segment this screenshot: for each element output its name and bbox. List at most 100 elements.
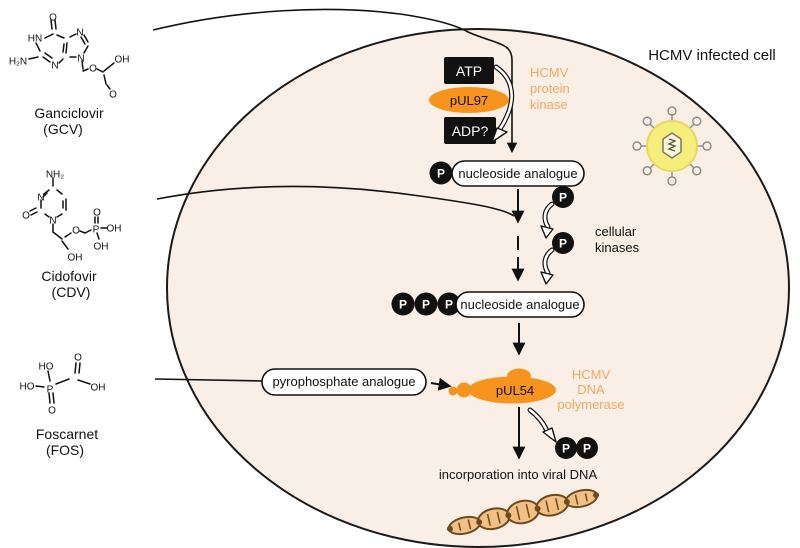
atom-label: OH	[94, 242, 109, 253]
polymerase-caption-line3: polymerase	[557, 397, 624, 412]
pyro-pill-label: pyrophosphate analogue	[272, 374, 415, 389]
drug-labels: Ganciclovir (GCV) Cidofovir (CDV) Foscar…	[34, 105, 104, 458]
gcv-abbr-label: (GCV)	[43, 121, 83, 137]
phosphate-circle	[576, 437, 598, 459]
bond-line	[83, 45, 89, 54]
kinase-caption-line2: protein	[530, 81, 570, 96]
kinase-caption-line1: HCMV	[530, 65, 569, 80]
bond-line	[103, 62, 115, 72]
bond-line	[29, 207, 37, 212]
bond-line	[106, 84, 111, 90]
bond-line	[44, 33, 54, 39]
pyrophosphate-release: P P	[527, 407, 598, 459]
virus-icon	[632, 106, 712, 186]
bond-line	[81, 60, 84, 70]
atom-label: P	[47, 385, 54, 396]
pul54-polymerase: pUL54 HCMV DNA polymerase	[448, 367, 625, 412]
mono-pill-label: nucleoside analogue	[458, 166, 577, 181]
bond-line	[48, 392, 51, 404]
atom-label: O	[89, 64, 97, 75]
phosphate-circle	[391, 292, 415, 316]
bond-line	[69, 33, 77, 38]
pul54-label: pUL54	[496, 383, 534, 398]
cellular-kinases-line1: cellular	[595, 224, 637, 239]
atom-label: NH₂	[46, 170, 64, 181]
phosphate-symbol: P	[559, 191, 567, 205]
polymerase-caption-line2: DNA	[577, 382, 605, 397]
pyrophosphate-pill: pyrophosphate analogue	[261, 368, 452, 396]
phosphate-symbol: P	[562, 442, 570, 456]
bond-line	[54, 19, 57, 30]
bond-line	[44, 52, 53, 59]
bond-line	[77, 379, 91, 385]
phosphate-symbol: P	[437, 167, 445, 181]
tri-pill-label: nucleoside analogue	[460, 297, 579, 312]
bond-line	[64, 232, 72, 238]
bond-line	[50, 19, 53, 30]
atom-label: N	[51, 61, 58, 72]
kinase-caption-line3: kinase	[530, 97, 568, 112]
release-curved-arrow	[527, 407, 557, 443]
atp-box	[444, 57, 494, 84]
bond-line	[79, 230, 86, 234]
bond-line	[47, 370, 51, 382]
bond-line	[56, 213, 63, 218]
kinase-transfer-arrow-2	[540, 247, 555, 285]
fos-name-label: Foscarnet	[36, 426, 98, 442]
adp-label: ADP?	[452, 123, 489, 139]
phosphate-symbol: P	[422, 298, 430, 312]
bond-line	[28, 56, 39, 60]
dna-helix	[446, 488, 600, 536]
atom-label: HO	[39, 362, 54, 373]
bond-line	[80, 36, 86, 45]
phosphate-circle	[414, 292, 438, 316]
bond-line	[42, 192, 48, 198]
phosphate-symbol: P	[445, 298, 453, 312]
mono-phospho-pill: P nucleoside analogue	[429, 160, 585, 187]
pul97-label: pUL97	[450, 93, 488, 108]
virus-genome-coil	[667, 138, 677, 152]
atom-label: HO	[20, 382, 35, 393]
cdv-abbr-label: (CDV)	[52, 284, 91, 300]
kinase-transfer-arrow-1	[540, 201, 555, 239]
bond-line	[55, 378, 70, 385]
fos-connector-line	[154, 378, 264, 382]
bond-line	[58, 58, 64, 64]
phosphate-circle	[437, 292, 461, 316]
fos-abbr-label: (FOS)	[46, 442, 84, 458]
atom-label: N	[49, 216, 56, 227]
bond-line	[96, 232, 100, 240]
bond-line	[65, 42, 68, 54]
atom-label: N	[76, 28, 83, 39]
atom-label: H₂N	[9, 57, 27, 68]
phosphate-circle	[552, 186, 574, 208]
phosphate-circle	[429, 161, 453, 185]
pul97-enzyme	[429, 87, 509, 113]
bond-line	[83, 34, 89, 43]
atom-label: O	[109, 90, 117, 101]
bond-line	[35, 42, 41, 52]
bond-line	[35, 385, 45, 388]
phosphate-symbol: P	[559, 237, 567, 251]
bond-line	[43, 189, 50, 195]
atom-label: HN	[28, 34, 42, 45]
atom-label: N	[37, 193, 44, 204]
gcv-connector-line	[152, 8, 518, 154]
phosphate-circle	[555, 437, 577, 459]
atom-label: O	[22, 211, 30, 222]
tri-pill-body	[455, 291, 585, 318]
bond-line	[44, 213, 50, 218]
cell-title: HCMV infected cell	[648, 47, 776, 64]
bond-line	[30, 211, 38, 216]
atom-label: OH	[68, 253, 83, 264]
atom-label: O	[74, 353, 82, 364]
bond-line	[96, 68, 104, 73]
atom-label: OH	[91, 383, 106, 394]
atom-label: OH	[115, 55, 130, 66]
tri-phospho-pill: P P P nucleoside analogue	[391, 291, 585, 318]
atom-label: O	[72, 226, 80, 237]
